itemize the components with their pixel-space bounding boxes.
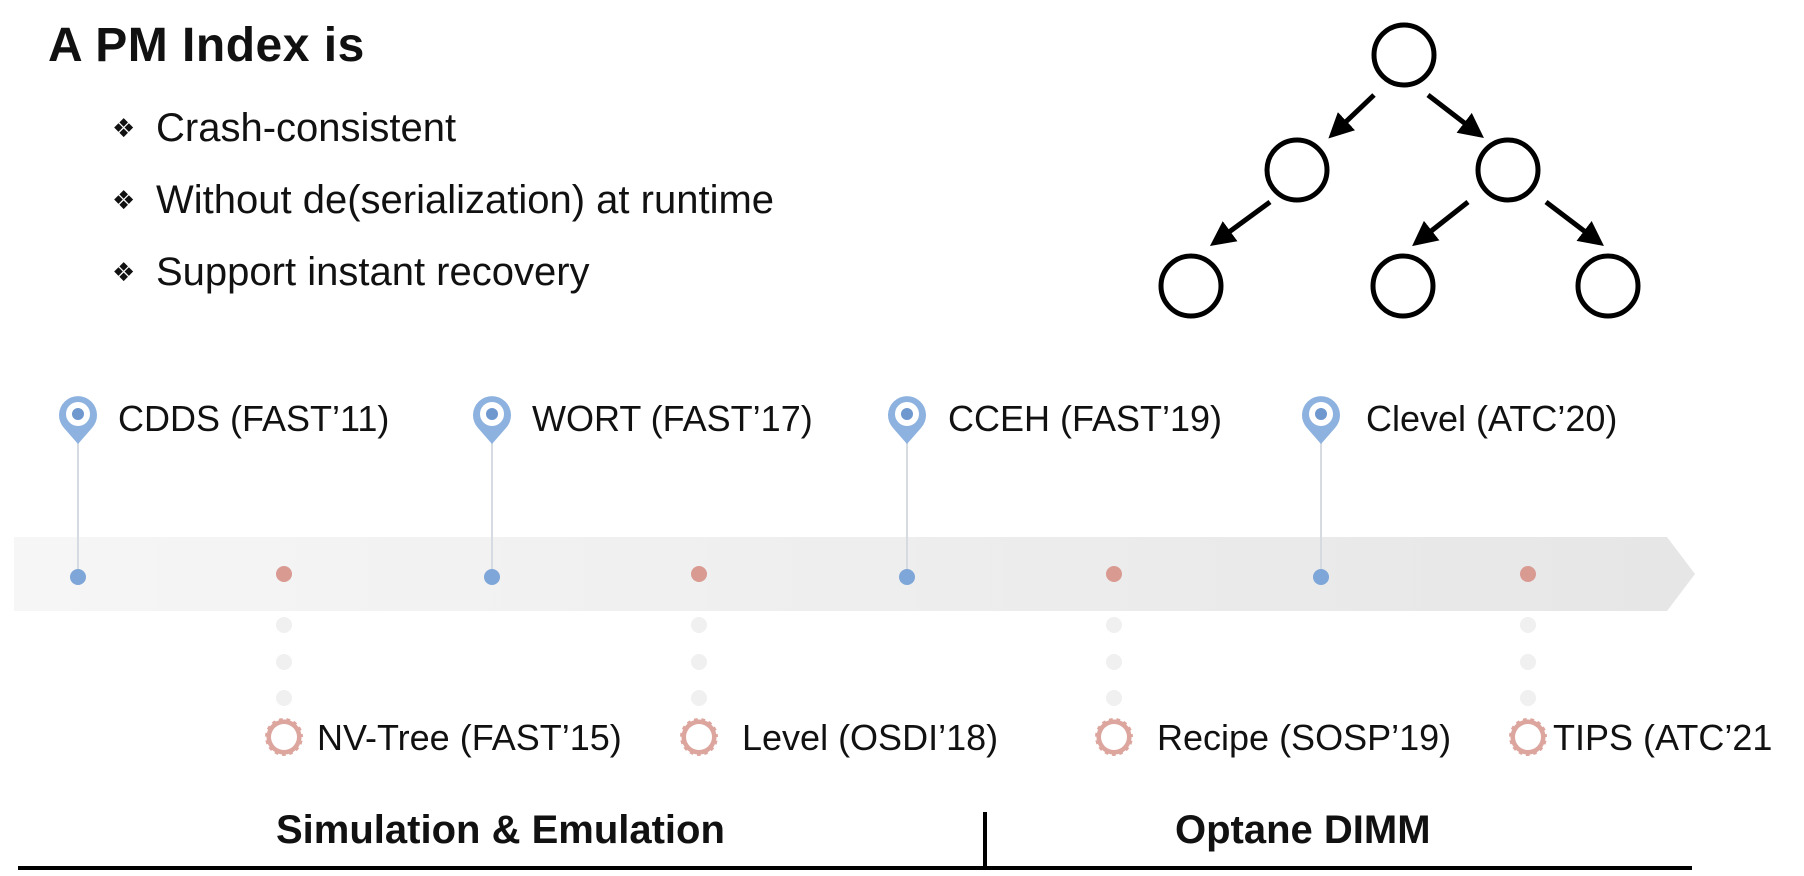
bullet-text: Crash-consistent bbox=[156, 106, 457, 150]
bullet-item: ❖ Crash-consistent bbox=[112, 92, 774, 164]
location-pin-icon bbox=[888, 396, 926, 444]
timeline-label-top: Clevel (ATC’20) bbox=[1366, 398, 1618, 439]
timeline-dot bbox=[899, 569, 915, 585]
timeline-dot bbox=[691, 566, 707, 582]
era-label-simulation: Simulation & Emulation bbox=[276, 808, 725, 852]
timeline-dots bbox=[70, 566, 1536, 585]
location-pin-icon bbox=[473, 396, 511, 444]
tree-node bbox=[1264, 137, 1330, 203]
bullet-item: ❖ Support instant recovery bbox=[112, 236, 774, 308]
bullet-text: Support instant recovery bbox=[156, 250, 590, 294]
timeline-dot bbox=[70, 569, 86, 585]
diamond-bullet-icon: ❖ bbox=[112, 113, 136, 143]
bullet-text: Without de(serialization) at runtime bbox=[156, 178, 775, 222]
timeline-dot bbox=[484, 569, 500, 585]
timeline-dot bbox=[1106, 566, 1122, 582]
timeline-label-top: CCEH (FAST’19) bbox=[948, 398, 1223, 439]
timeline-label-top: CDDS (FAST’11) bbox=[118, 398, 390, 439]
diamond-bullet-icon: ❖ bbox=[112, 257, 136, 287]
gear-icon bbox=[1507, 716, 1549, 758]
bullet-list: ❖ Crash-consistent ❖ Without de(serializ… bbox=[112, 92, 774, 308]
tree-node bbox=[1158, 253, 1224, 319]
timeline-label-bottom: TIPS (ATC’21 bbox=[1553, 717, 1773, 758]
top-connectors bbox=[77, 440, 1322, 577]
timeline-dot bbox=[1313, 569, 1329, 585]
tree-edge bbox=[1544, 200, 1604, 247]
bottom-markers bbox=[263, 716, 1549, 758]
timeline-dot bbox=[1520, 566, 1536, 582]
tree-node bbox=[1475, 137, 1541, 203]
tree-node bbox=[1370, 253, 1436, 319]
slide-title: A PM Index is bbox=[48, 19, 365, 72]
timeline-label-bottom: Level (OSDI’18) bbox=[742, 717, 999, 758]
gear-icon bbox=[678, 716, 720, 758]
timeline-dot bbox=[276, 566, 292, 582]
gear-icon bbox=[1093, 716, 1135, 758]
top-markers bbox=[58, 396, 1340, 444]
tree-node bbox=[1371, 22, 1437, 88]
tree-edge bbox=[1426, 93, 1484, 139]
era-label-optane: Optane DIMM bbox=[1175, 808, 1431, 852]
tree-edge bbox=[1209, 199, 1272, 246]
bottom-connectors bbox=[276, 617, 1536, 706]
timeline-label-bottom: NV-Tree (FAST’15) bbox=[317, 717, 622, 758]
bullet-item: ❖ Without de(serialization) at runtime bbox=[112, 164, 774, 236]
timeline-label-top: WORT (FAST’17) bbox=[532, 398, 813, 439]
timeline-label-bottom: Recipe (SOSP’19) bbox=[1157, 717, 1452, 758]
diamond-bullet-icon: ❖ bbox=[112, 185, 136, 215]
location-pin-icon bbox=[1302, 396, 1340, 444]
timeline-arrow-band bbox=[14, 537, 1695, 611]
tree-diagram bbox=[1158, 22, 1641, 319]
location-pin-icon bbox=[58, 396, 97, 444]
gear-icon bbox=[263, 716, 305, 758]
tree-edge bbox=[1412, 200, 1470, 247]
tree-edge bbox=[1328, 93, 1376, 139]
tree-node bbox=[1575, 253, 1641, 319]
